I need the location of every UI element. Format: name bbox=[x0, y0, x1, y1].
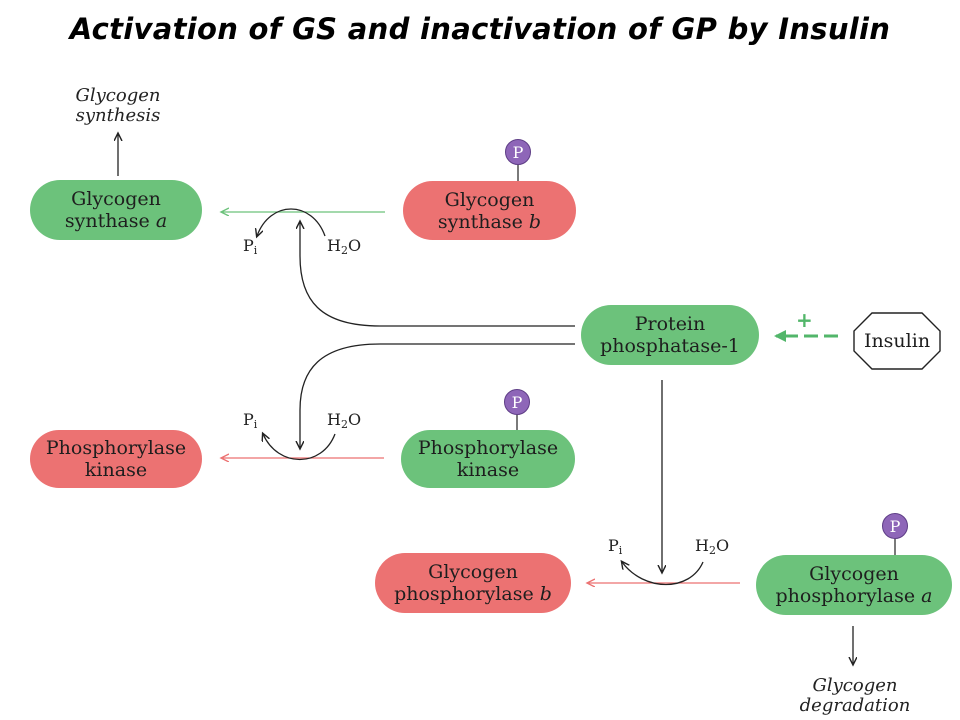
glycogen-synthase-a-node: Glycogen synthase a bbox=[30, 180, 202, 240]
glycogen-degradation-label: Glycogen degradation bbox=[799, 675, 911, 716]
pi-label-phk: Pi bbox=[243, 410, 258, 431]
insulin-label: Insulin bbox=[863, 330, 931, 352]
phosphorylase-kinase-phospho-node: Phosphorylase kinase bbox=[401, 430, 575, 488]
pi-label-gs: Pi bbox=[243, 236, 258, 257]
glycogen-synthase-b-node: Glycogen synthase b bbox=[403, 181, 576, 240]
h2o-label-gp: H2O bbox=[695, 536, 730, 557]
h2o-label-gs: H2O bbox=[327, 236, 362, 257]
insulin-octagon bbox=[853, 312, 941, 370]
glycogen-synthesis-label: Glycogen synthesis bbox=[75, 85, 161, 126]
pp1-to-phk-connector bbox=[300, 343, 575, 448]
gp-reaction-curve bbox=[622, 562, 704, 585]
glycogen-phosphorylase-b-node: Glycogen phosphorylase b bbox=[375, 553, 571, 613]
phosphate-tag-gs-b: P bbox=[505, 139, 531, 165]
page-title: Activation of GS and inactivation of GP … bbox=[69, 12, 891, 46]
protein-phosphatase-1-node: Protein phosphatase-1 bbox=[581, 305, 759, 365]
phosphorylase-kinase-dephospho-node: Phosphorylase kinase bbox=[30, 430, 202, 488]
phosphate-tag-gp-a: P bbox=[882, 513, 908, 539]
phk-reaction-curve bbox=[263, 434, 336, 460]
phosphate-tag-phk: P bbox=[504, 389, 530, 415]
h2o-label-phk: H2O bbox=[327, 410, 362, 431]
glycogen-phosphorylase-a-node: Glycogen phosphorylase a bbox=[756, 555, 952, 615]
pp1-to-gs-connector bbox=[300, 222, 575, 327]
activation-plus-sign: + bbox=[796, 308, 813, 332]
pi-label-gp: Pi bbox=[608, 536, 623, 557]
gs-reaction-curve bbox=[257, 208, 326, 236]
